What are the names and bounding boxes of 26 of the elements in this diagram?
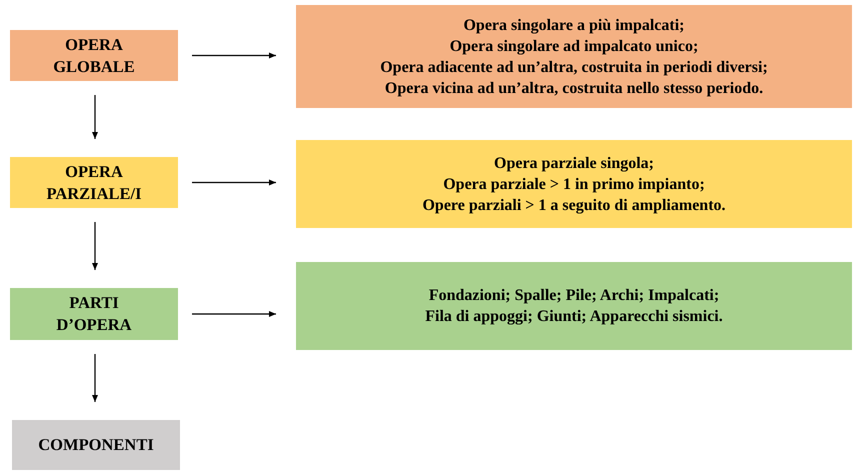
arrow	[92, 95, 98, 139]
box-text: Opera parziale singola;	[494, 154, 654, 174]
description-box	[296, 5, 852, 108]
box-text: OPERA PARZIALE/I	[45, 160, 143, 204]
arrow	[92, 222, 98, 270]
box-text: Fondazioni; Spalle; Pile; Archi; Impalcati;	[428, 286, 720, 306]
arrow	[192, 180, 276, 186]
box-text: Opera singolare ad impalcato unico;	[450, 36, 698, 56]
arrow	[192, 311, 276, 317]
box-text: PARTI D’OPERA	[55, 292, 133, 336]
level-box	[10, 288, 178, 340]
description-box	[296, 262, 852, 350]
box-text: Opere parziali > 1 a seguito di ampliamento.	[422, 196, 726, 216]
box-text: Opera vicina ad un’altra, costruita nello stesso periodo.	[384, 78, 764, 98]
level-box	[12, 420, 180, 470]
arrow	[92, 354, 98, 402]
box-text: Opera parziale > 1 in primo impianto;	[443, 174, 705, 194]
level-box	[10, 30, 178, 81]
level-box	[10, 157, 178, 208]
description-box	[296, 140, 852, 228]
box-text: Opera singolare a più impalcati;	[463, 16, 685, 36]
box-text: OPERA GLOBALE	[52, 34, 136, 78]
arrow	[192, 52, 276, 58]
box-text: COMPONENTI	[38, 434, 154, 456]
box-text: Opera adiacente ad un’altra, costruita in periodi diversi;	[380, 58, 768, 78]
box-text: Fila di appoggi; Giunti; Apparecchi sismici.	[425, 307, 723, 327]
